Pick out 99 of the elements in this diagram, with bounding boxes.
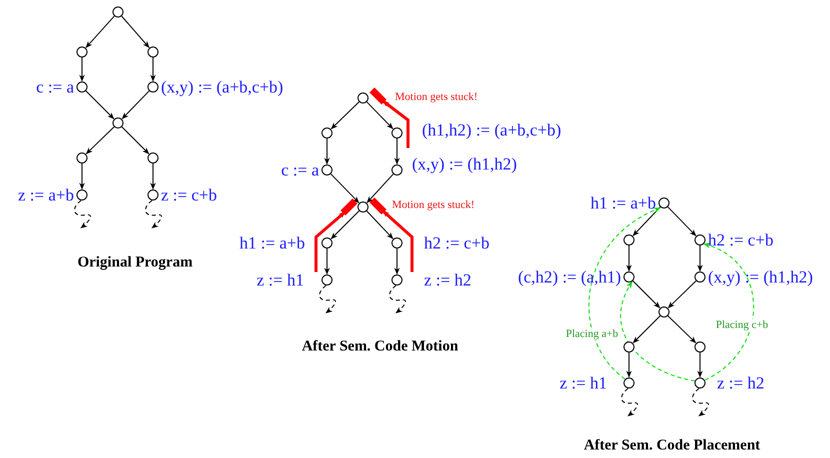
flow-arrow — [366, 101, 394, 130]
flow-arrow — [85, 90, 114, 120]
placement-arrow — [620, 281, 696, 382]
flow-arrow — [122, 90, 150, 120]
flow-arrow — [79, 57, 85, 82]
statement-label: z := h1 — [256, 272, 304, 288]
node-circle — [358, 92, 368, 104]
flow-arrow — [626, 352, 632, 378]
statement-label: (h1,h2) := (a+b,c+b) — [422, 122, 562, 138]
node-circle — [148, 46, 158, 58]
blocking-bar — [370, 88, 386, 104]
flow-arrow — [121, 126, 150, 154]
node-circle — [392, 238, 402, 248]
node-circle — [148, 82, 158, 92]
node-circle — [392, 274, 402, 286]
motion-arrow — [382, 100, 410, 148]
subfigure-caption: After Sem. Code Placement — [584, 438, 760, 454]
node-circle — [148, 190, 158, 200]
statement-label: h1 := a+b — [240, 234, 305, 252]
statement-label: z := h2 — [717, 374, 764, 392]
node-circle — [322, 238, 332, 248]
statement-label: (x,y) := (a+b,c+b) — [161, 78, 284, 96]
node-circle — [322, 164, 332, 176]
node-circle — [322, 128, 332, 138]
flow-arrow — [324, 138, 330, 165]
node-circle — [76, 190, 88, 200]
flow-arrow — [632, 315, 661, 344]
flow-arrow — [394, 248, 400, 275]
motion-arrow — [382, 210, 414, 272]
node-circle — [112, 118, 124, 128]
annotation-text: Motion gets stuck! — [395, 91, 478, 103]
dashed-continuation-arrow — [388, 285, 406, 314]
flow-arrow — [330, 173, 360, 204]
dashed-continuation-arrow — [620, 388, 638, 416]
dashed-continuation-arrow — [692, 388, 709, 416]
flow-arrow — [86, 126, 115, 154]
blocking-bar — [370, 198, 386, 214]
statement-label: c := a — [36, 78, 74, 96]
flow-arrow — [150, 57, 156, 82]
node-circle — [694, 378, 706, 388]
node-circle — [76, 82, 88, 92]
node-circle — [392, 128, 402, 138]
flow-arrow — [667, 315, 696, 344]
node-circle — [322, 274, 332, 286]
flow-arrow — [121, 16, 150, 48]
placement-arrow — [703, 244, 754, 380]
node-circle — [624, 272, 634, 282]
statement-label: z := a+b — [18, 186, 74, 204]
statement-label: h2 := c+b — [708, 232, 774, 248]
statement-label: (c,h2) := (a,h1) — [518, 268, 621, 286]
flow-arrow — [632, 206, 661, 236]
node-circle — [658, 198, 670, 208]
subfigure-caption: After Sem. Code Motion — [302, 338, 458, 356]
subfigure-caption: Original Program — [77, 254, 193, 272]
flow-arrow — [632, 280, 660, 308]
flow-arrow — [668, 280, 697, 308]
node-circle — [624, 342, 634, 352]
node-circle — [148, 152, 158, 164]
node-circle — [76, 46, 88, 58]
flow-arrow — [330, 210, 360, 240]
statement-label: z := h1 — [560, 374, 607, 392]
statement-label: c := a — [281, 162, 319, 178]
flow-arrow — [366, 174, 394, 204]
statement-label: z := h2 — [424, 272, 472, 288]
flow-arrow — [150, 163, 156, 190]
dashed-continuation-arrow — [144, 200, 162, 228]
node-circle — [694, 342, 706, 352]
edge-label: Placing c+b — [714, 319, 770, 331]
flow-arrow — [330, 101, 360, 130]
node-circle — [694, 234, 706, 246]
flow-arrow — [697, 352, 703, 378]
flow-arrow — [366, 210, 394, 240]
statement-label: h1 := a+b — [590, 194, 656, 212]
flow-arrow — [324, 248, 330, 275]
node-circle — [624, 234, 634, 246]
node-circle — [658, 306, 670, 318]
node-circle — [624, 378, 634, 388]
flow-arrow — [79, 163, 85, 190]
node-circle — [76, 152, 88, 164]
statement-label: (x,y) := (h1,h2) — [412, 156, 517, 172]
annotation-text: Motion gets stuck! — [392, 199, 474, 211]
dashed-continuation-arrow — [74, 200, 91, 228]
node-circle — [112, 6, 124, 18]
flow-arrow — [697, 245, 703, 272]
statement-label: h2 := c+b — [424, 234, 490, 252]
flow-arrow — [394, 138, 400, 165]
blocking-bar — [340, 198, 358, 216]
statement-label: z := c+b — [161, 186, 217, 204]
motion-arrow — [314, 210, 346, 272]
node-circle — [358, 202, 368, 212]
flow-arrow — [667, 206, 696, 236]
statement-label: (x,y) := (h1,h2) — [708, 268, 813, 286]
node-circle — [392, 164, 402, 176]
flow-arrow — [626, 245, 632, 272]
dashed-continuation-arrow — [318, 285, 336, 314]
edge-label: Placing a+b — [564, 328, 620, 340]
flow-arrow — [86, 16, 115, 48]
node-circle — [694, 272, 706, 282]
placement-arrow — [588, 208, 661, 380]
